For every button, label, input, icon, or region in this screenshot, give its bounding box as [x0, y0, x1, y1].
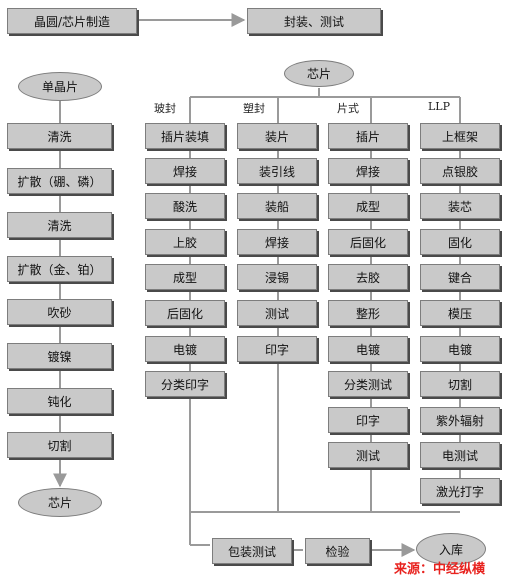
llp-step: 键合 [420, 264, 500, 290]
chip-type-step: 测试 [328, 442, 408, 468]
left-step: 吹砂 [7, 299, 112, 325]
plastic-seal-step: 焊接 [237, 229, 317, 255]
llp-step: 装芯 [420, 193, 500, 219]
wafer-chip-manufacturing-box: 晶圆/芯片制造 [7, 8, 137, 34]
llp-step: 模压 [420, 300, 500, 326]
packaging-test-box: 包装测试 [212, 538, 292, 564]
llp-step: 紫外辐射 [420, 407, 500, 433]
left-step: 切割 [7, 432, 112, 458]
chip-type-step: 插片 [328, 123, 408, 149]
plastic-seal-step: 装船 [237, 193, 317, 219]
chip-type-step: 电镀 [328, 336, 408, 362]
inspection-box: 检验 [305, 538, 370, 564]
chip-type-step: 后固化 [328, 229, 408, 255]
chip-type-step: 分类测试 [328, 371, 408, 397]
plastic-seal-step: 装引线 [237, 158, 317, 184]
chip-type-step: 成型 [328, 193, 408, 219]
glass-seal-step: 插片装填 [145, 123, 225, 149]
chip-type-step: 焊接 [328, 158, 408, 184]
plastic-seal-step: 印字 [237, 336, 317, 362]
glass-seal-step: 酸洗 [145, 193, 225, 219]
plastic-seal-step: 浸锡 [237, 264, 317, 290]
llp-step: 固化 [420, 229, 500, 255]
left-step: 清洗 [7, 212, 112, 238]
plastic-seal-step: 测试 [237, 300, 317, 326]
glass-seal-step: 后固化 [145, 300, 225, 326]
single-crystal-wafer-oval: 单晶片 [18, 72, 102, 101]
warehouse-oval: 入库 [416, 533, 486, 565]
packaging-testing-box: 封装、测试 [247, 8, 381, 34]
column-header-glass-seal: 玻封 [154, 102, 176, 115]
column-header-llp: LLP [428, 100, 451, 113]
source-caption: 来源：中经纵横 [394, 562, 486, 577]
glass-seal-step: 电镀 [145, 336, 225, 362]
glass-seal-step: 成型 [145, 264, 225, 290]
llp-step: 点银胶 [420, 158, 500, 184]
column-header-plastic-seal: 塑封 [243, 102, 265, 115]
glass-seal-step: 焊接 [145, 158, 225, 184]
chip-type-step: 印字 [328, 407, 408, 433]
column-header-chip-type: 片式 [337, 102, 359, 115]
llp-step: 电测试 [420, 442, 500, 468]
chip-output-oval: 芯片 [18, 488, 102, 517]
left-step: 清洗 [7, 123, 112, 149]
left-step: 扩散（金、铂） [7, 256, 112, 282]
plastic-seal-step: 装片 [237, 123, 317, 149]
llp-step: 电镀 [420, 336, 500, 362]
glass-seal-step: 上胶 [145, 229, 225, 255]
llp-step: 上框架 [420, 123, 500, 149]
llp-step: 激光打字 [420, 478, 500, 504]
left-step: 扩散（硼、磷） [7, 168, 112, 194]
llp-step: 切割 [420, 371, 500, 397]
left-step: 镀镍 [7, 343, 112, 369]
chip-root-oval: 芯片 [284, 60, 354, 87]
glass-seal-step: 分类印字 [145, 371, 225, 397]
chip-type-step: 去胶 [328, 264, 408, 290]
left-step: 钝化 [7, 388, 112, 414]
chip-type-step: 整形 [328, 300, 408, 326]
